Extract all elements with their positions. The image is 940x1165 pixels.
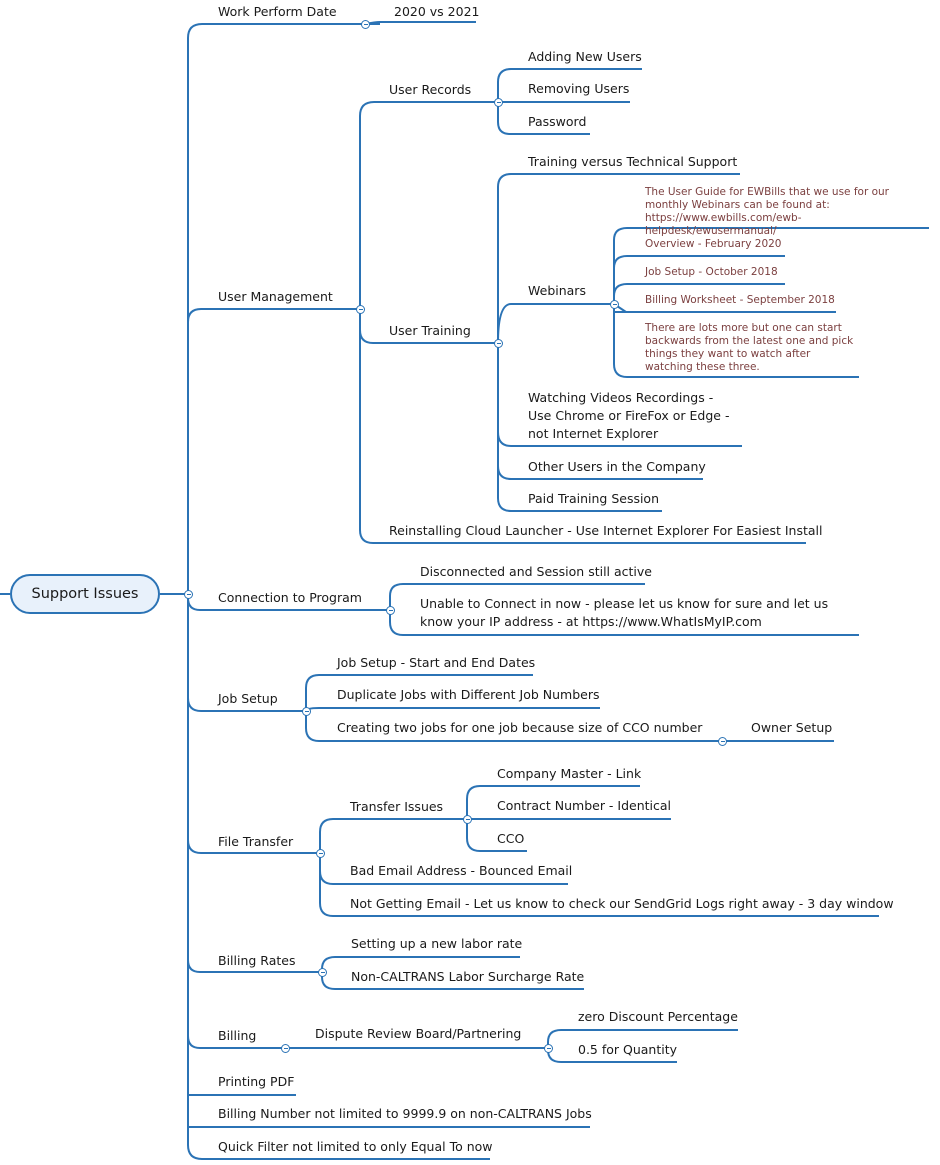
topic-disconnected[interactable]: Disconnected and Session still active: [420, 564, 652, 579]
topic-cco[interactable]: CCO: [497, 831, 525, 846]
topic-unable-connect[interactable]: Unable to Connect in now - please let us…: [420, 596, 829, 629]
topic-watching-videos[interactable]: Watching Videos Recordings - Use Chrome …: [528, 390, 730, 441]
collapse-toggle-root[interactable]: [184, 590, 193, 599]
topic-non-caltrans-surcharge[interactable]: Non-CALTRANS Labor Surcharge Rate: [351, 969, 585, 984]
collapse-toggle-billing-rates[interactable]: [318, 968, 327, 977]
topic-contract-number[interactable]: Contract Number - Identical: [497, 798, 672, 813]
topic-work-perform-date[interactable]: Work Perform Date: [218, 4, 337, 19]
collapse-toggle-dispute-review[interactable]: [544, 1044, 553, 1053]
topic-quick-filter[interactable]: Quick Filter not limited to only Equal T…: [218, 1139, 493, 1154]
topic-billing[interactable]: Billing: [218, 1028, 257, 1043]
topic-reinstalling[interactable]: Reinstalling Cloud Launcher - Use Intern…: [389, 523, 823, 538]
topic-bad-email[interactable]: Bad Email Address - Bounced Email: [350, 863, 573, 878]
topic-billing-number[interactable]: Billing Number not limited to 9999.9 on …: [218, 1106, 592, 1121]
topic-training-vs-support[interactable]: Training versus Technical Support: [528, 154, 738, 169]
topic-new-labor-rate[interactable]: Setting up a new labor rate: [351, 936, 523, 951]
topic-quantity[interactable]: 0.5 for Quantity: [578, 1042, 678, 1057]
topic-user-management[interactable]: User Management: [218, 289, 333, 304]
collapse-toggle-user-training[interactable]: [494, 339, 503, 348]
topic-company-master[interactable]: Company Master - Link: [497, 766, 642, 781]
topic-printing-pdf[interactable]: Printing PDF: [218, 1074, 295, 1089]
topic-2020-vs-2021[interactable]: 2020 vs 2021: [394, 4, 480, 19]
topic-user-training[interactable]: User Training: [389, 323, 471, 338]
topic-webinars[interactable]: Webinars: [528, 283, 586, 298]
topic-adding-new-users[interactable]: Adding New Users: [528, 49, 642, 64]
topic-paid-training[interactable]: Paid Training Session: [528, 491, 660, 506]
collapse-toggle-billing[interactable]: [281, 1044, 290, 1053]
collapse-toggle-transfer-issues[interactable]: [463, 815, 472, 824]
topic-password[interactable]: Password: [528, 114, 587, 129]
topic-duplicate-jobs[interactable]: Duplicate Jobs with Different Job Number…: [337, 687, 600, 702]
topic-user-records[interactable]: User Records: [389, 82, 472, 97]
collapse-toggle-webinars[interactable]: [610, 300, 619, 309]
root-topic[interactable]: Support Issues: [10, 574, 160, 614]
collapse-toggle-work-perform-date[interactable]: [361, 20, 370, 29]
root-topic-label: Support Issues: [31, 586, 139, 602]
topic-webinar-billing[interactable]: Billing Worksheet - September 2018: [645, 294, 835, 306]
topic-other-users[interactable]: Other Users in the Company: [528, 459, 706, 474]
topic-billing-rates[interactable]: Billing Rates: [218, 953, 296, 968]
topic-webinar-overview[interactable]: Overview - February 2020: [645, 238, 782, 250]
topic-job-setup-dates[interactable]: Job Setup - Start and End Dates: [337, 655, 536, 670]
topic-owner-setup[interactable]: Owner Setup: [751, 720, 833, 735]
topic-connection[interactable]: Connection to Program: [218, 590, 362, 605]
topic-file-transfer[interactable]: File Transfer: [218, 834, 294, 849]
collapse-toggle-user-records[interactable]: [494, 98, 503, 107]
topic-not-getting-email[interactable]: Not Getting Email - Let us know to check…: [350, 896, 894, 911]
collapse-toggle-creating-two-jobs[interactable]: [718, 737, 727, 746]
topic-zero-discount[interactable]: zero Discount Percentage: [578, 1009, 738, 1024]
note-more-webinars[interactable]: There are lots more but one can start ba…: [645, 322, 854, 373]
collapse-toggle-file-transfer[interactable]: [316, 849, 325, 858]
topic-removing-users[interactable]: Removing Users: [528, 81, 630, 96]
topic-webinar-job-setup[interactable]: Job Setup - October 2018: [645, 266, 778, 278]
collapse-toggle-user-management[interactable]: [356, 305, 365, 314]
note-user-guide[interactable]: The User Guide for EWBills that we use f…: [645, 186, 890, 237]
collapse-toggle-connection[interactable]: [386, 606, 395, 615]
topic-transfer-issues[interactable]: Transfer Issues: [350, 799, 444, 814]
topic-job-setup[interactable]: Job Setup: [218, 691, 278, 706]
topic-creating-two-jobs[interactable]: Creating two jobs for one job because si…: [337, 720, 703, 735]
topic-dispute-review[interactable]: Dispute Review Board/Partnering: [315, 1026, 522, 1041]
collapse-toggle-job-setup[interactable]: [302, 707, 311, 716]
